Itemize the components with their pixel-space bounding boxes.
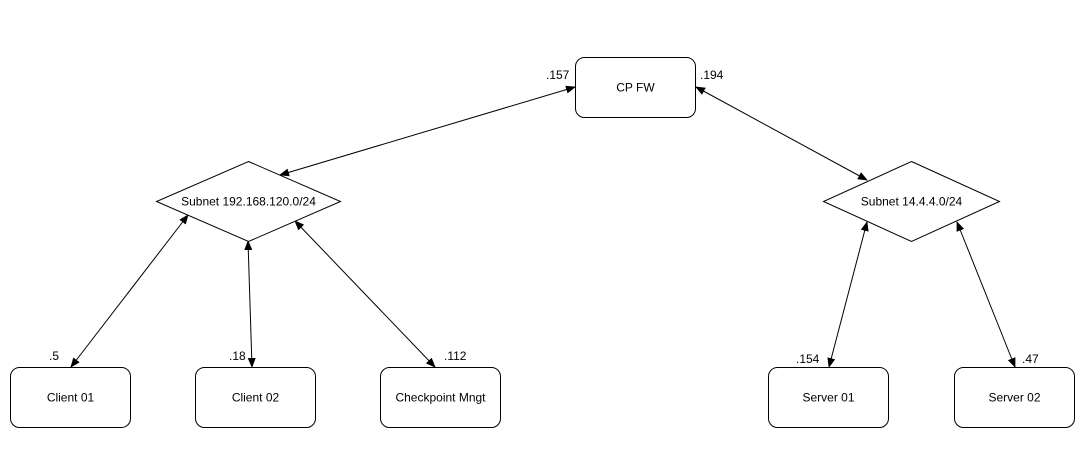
subnet-left-diamond <box>155 160 342 243</box>
ip-label-client02: .18 <box>229 349 246 363</box>
client02-box <box>195 367 316 428</box>
checkpoint-mgmt-label: Checkpoint Mngt <box>395 391 486 405</box>
node-server02[interactable]: Server 02 <box>954 367 1075 428</box>
ip-labels: .157 .194 .5 .18 .112 .154 .47 <box>49 68 1039 366</box>
client01-box <box>10 367 131 428</box>
node-checkpoint-mgmt[interactable]: Checkpoint Mngt <box>380 367 501 428</box>
node-client02[interactable]: Client 02 <box>195 367 316 428</box>
node-subnet-left[interactable]: Subnet 192.168.120.0/24 <box>155 160 342 243</box>
server01-box <box>768 367 889 428</box>
node-server01[interactable]: Server 01 <box>768 367 889 428</box>
edge-fw-subnet-left <box>279 85 576 177</box>
ip-label-checkpoint-mgmt: .112 <box>444 349 467 363</box>
node-cp-fw[interactable]: CP FW <box>575 57 696 118</box>
edge-subnet-left-client02 <box>244 240 256 368</box>
subnet-right-diamond <box>822 160 1001 243</box>
subnet-right-label: Subnet 14.4.4.0/24 <box>861 195 963 209</box>
checkpoint-mgmt-box <box>380 367 501 428</box>
edge-subnet-right-server01 <box>827 221 869 368</box>
ip-label-server02: .47 <box>1022 352 1039 366</box>
node-client01[interactable]: Client 01 <box>10 367 131 428</box>
ip-label-fw-left: .157 <box>546 68 570 82</box>
edge-fw-subnet-right <box>695 86 868 181</box>
client01-label: Client 01 <box>47 391 95 405</box>
edges <box>70 85 1016 368</box>
subnet-left-label: Subnet 192.168.120.0/24 <box>181 195 316 209</box>
ip-label-fw-right: .194 <box>700 68 724 82</box>
server02-box <box>954 367 1075 428</box>
ip-label-client01: .5 <box>49 349 59 363</box>
node-subnet-right[interactable]: Subnet 14.4.4.0/24 <box>822 160 1001 243</box>
ip-label-server01: .154 <box>796 352 820 366</box>
cp-fw-label: CP FW <box>616 81 655 95</box>
edge-subnet-left-client01 <box>70 214 189 368</box>
edge-subnet-right-server02 <box>956 221 1016 368</box>
client02-label: Client 02 <box>232 391 280 405</box>
server01-label: Server 01 <box>802 391 854 405</box>
server02-label: Server 02 <box>988 391 1040 405</box>
cp-fw-box <box>575 57 696 118</box>
edge-subnet-left-checkpoint <box>294 220 436 368</box>
